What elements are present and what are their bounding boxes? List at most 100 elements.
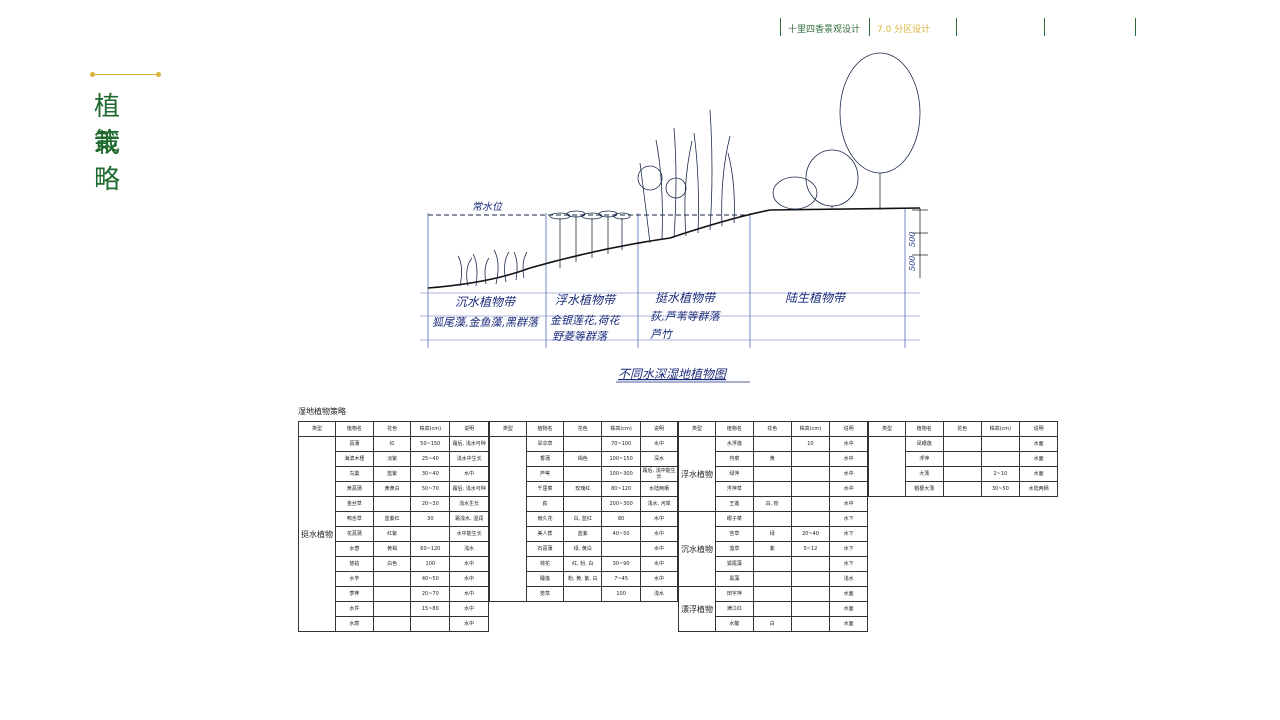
nav-item-zoning[interactable]: 7.0 分区设计	[877, 25, 931, 35]
category-cell: 挺水植物	[298, 436, 336, 632]
flower-color-cell	[752, 556, 792, 572]
flower-color-cell: 褐色	[563, 451, 603, 467]
plant-name-cell: 芦苇	[525, 466, 565, 482]
header-type: 类型	[298, 421, 336, 437]
zone-plants-emergent-2: 芦竹	[650, 328, 674, 341]
header-note: 说明	[449, 421, 489, 437]
header-height: 株高(cm)	[980, 421, 1021, 437]
note-cell: 浅水	[829, 571, 868, 587]
note-cell: 霜后, 浅中能生长	[640, 466, 678, 482]
nav-separator	[869, 18, 870, 36]
plant-height-cell: 7~45	[601, 571, 642, 587]
note-cell: 水中	[640, 511, 678, 527]
plant-height-cell	[790, 451, 831, 467]
plant-height-cell	[790, 586, 831, 602]
plant-name-cell: 菖蒲	[335, 436, 374, 452]
flower-color-cell	[563, 496, 603, 512]
header-note: 说明	[640, 421, 678, 437]
plant-height-cell	[980, 451, 1021, 467]
plant-name-cell: 荸荠	[335, 586, 374, 602]
plant-height-cell	[790, 496, 831, 512]
flower-color-cell: 白色	[372, 556, 412, 572]
note-cell: 深水	[640, 451, 678, 467]
header-note: 说明	[1019, 421, 1058, 437]
header-height: 株高(cm)	[410, 421, 451, 437]
flower-color-cell: 红紫	[372, 526, 412, 542]
plant-height-cell	[790, 616, 831, 632]
note-cell: 浅水	[640, 586, 678, 602]
sketch-caption: 不同水深湿地植物图	[618, 367, 728, 381]
nav-item-project[interactable]: 十里四香景观设计	[788, 25, 861, 35]
plant-name-cell: 菹草	[715, 541, 754, 557]
plant-height-cell: 40~50	[410, 571, 451, 587]
flower-color-cell: 白, 蓝红	[563, 511, 603, 527]
title-rule	[92, 74, 159, 75]
header-height: 株高(cm)	[790, 421, 831, 437]
flower-color-cell	[752, 586, 792, 602]
plant-height-cell: 30	[410, 511, 451, 527]
note-cell: 霜后, 浅水可种	[449, 481, 489, 497]
plant-name-cell: 石菖蒲	[525, 541, 565, 557]
header-color: 花色	[752, 421, 792, 437]
note-cell: 水中	[640, 436, 678, 452]
note-cell: 浅水	[449, 541, 489, 557]
note-cell: 水中	[640, 571, 678, 587]
note-cell: 浅水, 河岸	[640, 496, 678, 512]
table-row: 荇菜黄水中	[679, 451, 868, 467]
table-row: 漂浮植物田字萍水面	[677, 586, 868, 632]
note-cell: 水中	[449, 466, 489, 482]
plant-name-cell: 王莲	[715, 496, 754, 512]
flower-color-cell: 玫瑰红	[563, 481, 603, 497]
plant-name-cell: 海滨木槿	[335, 451, 374, 467]
flower-color-cell	[563, 436, 603, 452]
plant-name-cell: 田字萍	[715, 586, 754, 602]
note-cell: 水中	[449, 556, 489, 572]
flower-color-cell	[752, 571, 792, 587]
note-cell: 水中	[449, 571, 489, 587]
plant-height-cell: 5~12	[790, 541, 831, 557]
nav-separator	[1044, 18, 1045, 36]
plant-height-cell: 30~90	[601, 556, 642, 572]
flower-color-cell: 黄	[752, 451, 792, 467]
note-cell: 霜后, 浅水可种	[449, 436, 489, 452]
plant-height-cell	[790, 556, 831, 572]
flower-color-cell: 蓝紫	[372, 466, 412, 482]
plant-height-cell: 20~40	[790, 526, 831, 542]
plant-name-cell: 荷花	[525, 556, 565, 572]
plant-name-cell: 满江红	[715, 601, 754, 617]
flower-color-cell	[372, 571, 412, 587]
flower-color-cell: 绿	[752, 526, 792, 542]
category-cell: 漂浮植物	[677, 586, 717, 632]
flower-color-cell	[372, 601, 412, 617]
header-color: 花色	[372, 421, 412, 437]
plant-name-cell: 水芋	[335, 571, 374, 587]
note-cell: 水中	[829, 481, 868, 497]
plant-height-cell: 50~70	[410, 481, 451, 497]
note-cell: 水陆两栖	[640, 481, 678, 497]
flower-color-cell: 红, 粉, 白	[563, 556, 603, 572]
plant-name-cell: 香蒲	[525, 451, 565, 467]
table-row: 狐尾藻水下	[679, 556, 868, 572]
table-row: 水蕨水中	[299, 616, 489, 632]
water-level-label: 常水位	[472, 201, 503, 213]
plant-name-cell: 水鳖	[715, 616, 754, 632]
plant-height-cell: 50~150	[410, 436, 451, 452]
zone-plants-submerged: 狐尾藻,金鱼藻,黑群落	[432, 316, 540, 329]
plant-name-cell: 慈姑	[335, 556, 374, 572]
nav-separator	[956, 18, 957, 36]
plant-height-cell: 200~300	[601, 496, 642, 512]
header-note: 说明	[829, 421, 868, 437]
plant-height-cell: 20~30	[410, 496, 451, 512]
note-cell: 水中	[829, 496, 868, 512]
note-cell: 水面	[1019, 436, 1058, 452]
dim-label-2: 500	[908, 256, 917, 271]
plant-height-cell: 100	[410, 556, 451, 572]
